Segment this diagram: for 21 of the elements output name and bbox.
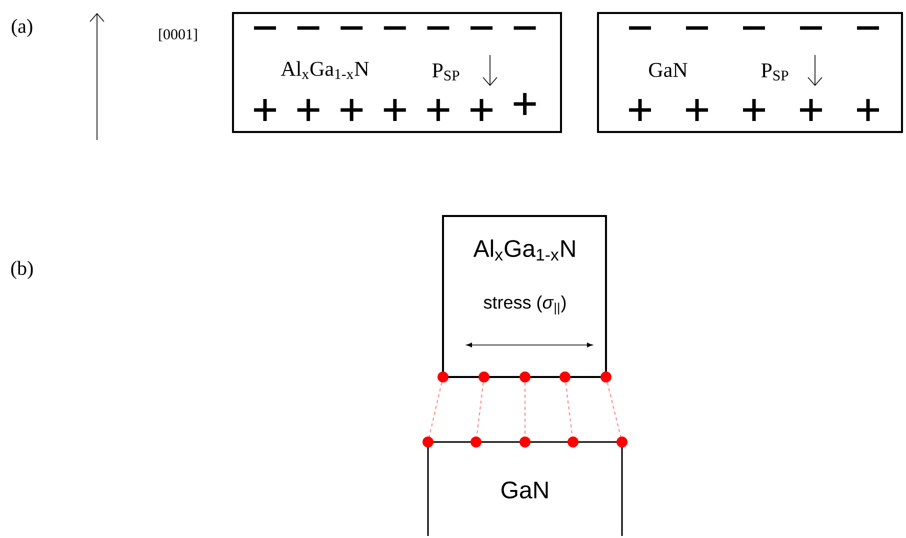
lattice-dot — [560, 372, 570, 382]
layer-box: Al$_{x}$Ga$_{1-x}$N P$_{SP}$ — [232, 12, 562, 133]
dashed-line — [565, 382, 573, 437]
layer-box: GaN P$_{SP}$ — [597, 12, 903, 133]
panel-label: (a) — [12, 18, 32, 38]
lattice-dot — [478, 372, 490, 382]
layer-box: GaN — [427, 441, 623, 536]
lattice-dot — [520, 436, 530, 448]
lattice-dot — [520, 372, 530, 382]
lattice-dot — [600, 372, 612, 382]
panel-label: (b) — [11, 260, 33, 280]
dashed-line — [606, 382, 622, 437]
layer-box: Al$_{x}$Ga$_{1-x}$N stress (σ$_{||}$) — [442, 215, 607, 378]
dashed-line — [428, 382, 442, 437]
panel-label: [0001] — [159, 28, 197, 42]
lattice-dot — [470, 436, 482, 448]
lattice-dot — [438, 372, 448, 382]
dashed-line — [476, 382, 484, 437]
lattice-dot — [568, 436, 578, 448]
lattice-dot — [616, 436, 628, 448]
lattice-dot — [422, 436, 434, 448]
